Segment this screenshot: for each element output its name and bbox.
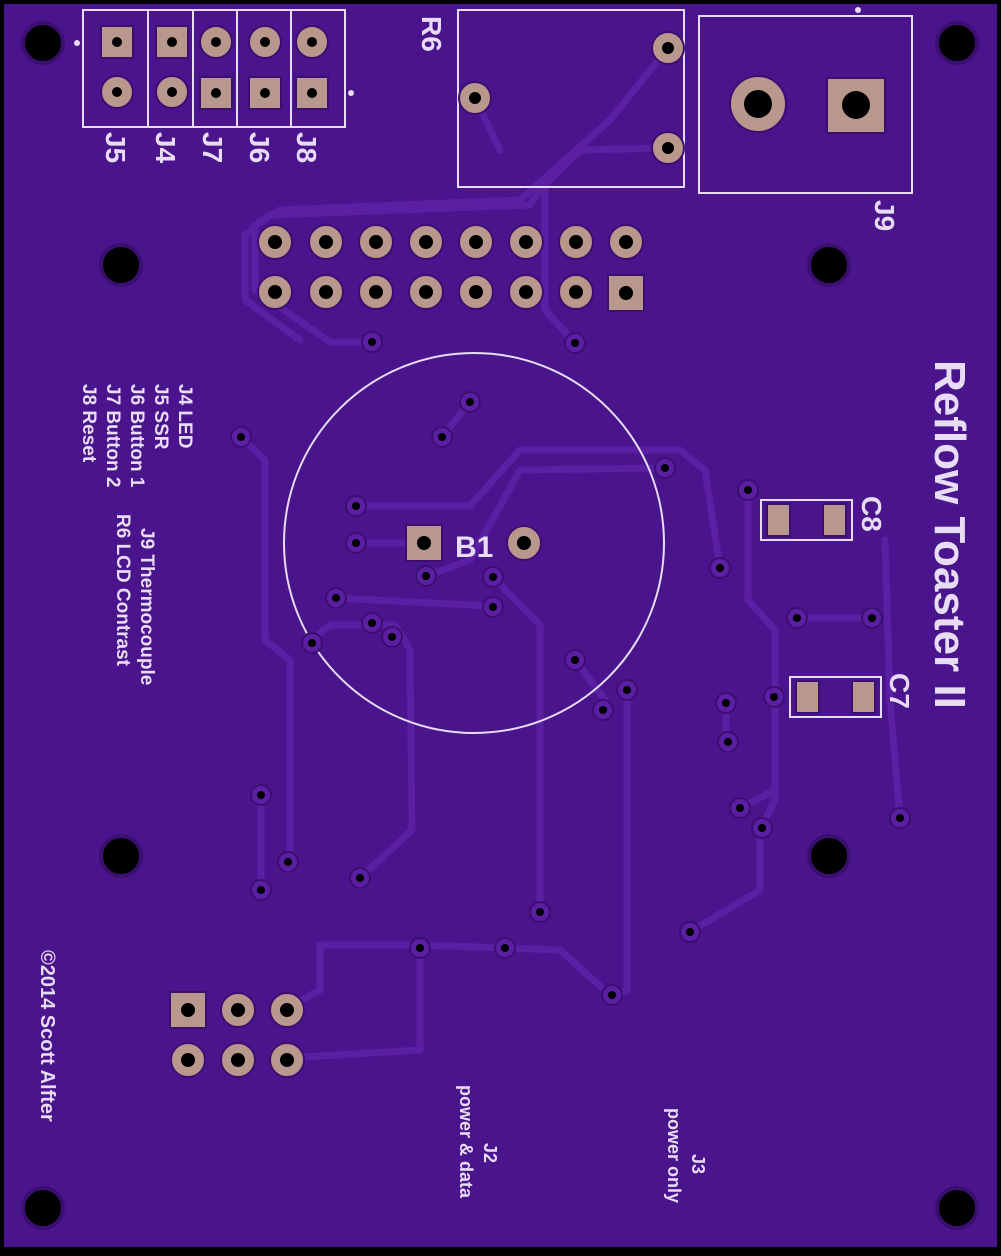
c7-outline: [789, 676, 882, 718]
header-block-outline: [82, 9, 346, 128]
r6-outline: [457, 9, 685, 188]
c7-pad: [795, 680, 820, 714]
c8-outline: [760, 499, 853, 541]
legend-left-column: J4 LED J5 SSR J6 Button 1 J7 Button 2 J8…: [78, 384, 195, 488]
c7-label: C7: [884, 673, 915, 709]
c7-pad: [851, 680, 876, 714]
mounting-hole: [807, 243, 851, 287]
board-title: Reflow Toaster II: [925, 360, 974, 709]
c8-pad: [766, 503, 791, 537]
mounting-hole: [21, 21, 65, 65]
c8-label: C8: [856, 496, 887, 532]
b1-outline: [283, 352, 665, 734]
j3-note: power only: [664, 1108, 684, 1203]
j9-label: J9: [869, 200, 900, 231]
c8-pad: [822, 503, 847, 537]
j2-label: J2: [480, 1143, 500, 1163]
legend-item: R6 LCD Contrast: [112, 514, 133, 667]
silkscreen-outlines: [82, 9, 913, 734]
legend-item: J4 LED: [174, 384, 195, 448]
j9-outline: [698, 15, 913, 194]
legend-item: J7 Button 2: [102, 384, 123, 487]
silkscreen-text: R6 J9 J5 J4 J7 J6 J8 B1 C8 C7 Reflow Toa…: [36, 16, 974, 1203]
mounting-hole: [807, 834, 851, 878]
legend-right-column: J9 Thermocouple R6 LCD Contrast: [112, 514, 157, 685]
legend-item: J6 Button 1: [126, 384, 147, 488]
j2-legend: power & data J2: [456, 1085, 500, 1199]
j5-label: J5: [100, 132, 131, 163]
board-substrate: [4, 4, 997, 1247]
mounting-hole: [99, 243, 143, 287]
pin1-markers: [74, 7, 861, 96]
legend-item: J8 Reset: [78, 384, 99, 463]
pad-square: [169, 991, 207, 1029]
mounting-hole: [21, 1186, 65, 1230]
j3-label: J3: [688, 1154, 708, 1174]
r6-label: R6: [416, 16, 447, 52]
j8-label: J8: [291, 132, 322, 163]
j2-note: power & data: [456, 1085, 476, 1199]
mounting-hole: [99, 834, 143, 878]
b1-label: B1: [455, 531, 493, 564]
pad-square: [607, 274, 645, 312]
legend-item: J5 SSR: [150, 384, 171, 450]
drill-holes: [112, 37, 904, 1067]
mounting-hole: [935, 21, 979, 65]
mounting-hole: [935, 1186, 979, 1230]
pad-square: [100, 25, 134, 59]
legend-item: J9 Thermocouple: [136, 528, 157, 685]
j7-label: J7: [197, 132, 228, 163]
j4-label: J4: [150, 132, 181, 164]
mounting-holes: [21, 21, 979, 1230]
copyright-text: ©2014 Scott Alfter: [36, 950, 58, 1122]
j6-label: J6: [244, 132, 275, 163]
j3-legend: power only J3: [664, 1108, 708, 1203]
